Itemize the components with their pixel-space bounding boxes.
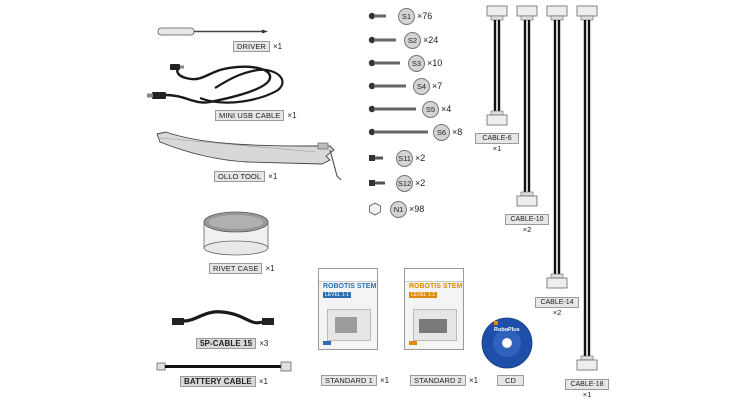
- cable18-name: CABLE-18: [565, 379, 609, 390]
- screw-s2-icon: [368, 36, 396, 44]
- battery-qty: ×1: [258, 377, 268, 386]
- pcable-label: 5P-CABLE 15×3: [196, 338, 268, 349]
- cd-brand: RoboPlus: [494, 327, 520, 333]
- screw-s4-qty: ×7: [432, 81, 443, 91]
- cable6-label: CABLE-6 ×1: [475, 133, 519, 153]
- ollo-label: OLLO TOOL×1: [214, 171, 277, 182]
- driver-qty: ×1: [272, 42, 283, 51]
- standard1-name: STANDARD 1: [321, 375, 377, 386]
- ollo-name: OLLO TOOL: [214, 171, 266, 182]
- screw-s1-qty: ×76: [417, 11, 433, 21]
- screw-row-s5: S5 ×4: [368, 100, 451, 118]
- cable6-name: CABLE-6: [475, 133, 519, 144]
- pcable-qty: ×3: [259, 339, 269, 348]
- driver-label: DRIVER×1: [233, 41, 282, 52]
- cd-label: CD: [497, 375, 525, 386]
- screw-s4-icon: [368, 82, 406, 90]
- screw-s6-qty: ×8: [452, 127, 463, 137]
- rivet-name: RIVET CASE: [209, 263, 263, 274]
- screw-s1-icon: [368, 12, 386, 20]
- cable10-name: CABLE-10: [505, 214, 549, 225]
- standard1-label: STANDARD 1×1: [321, 375, 389, 386]
- screw-s5-icon: [368, 105, 416, 113]
- nut-n1-qty: ×98: [409, 204, 425, 214]
- screw-row-n1: N1 ×98: [368, 200, 424, 218]
- rivet-qty: ×1: [265, 264, 275, 273]
- usb-name: MINI USB CABLE: [215, 110, 285, 121]
- screw-row-s3: S3 ×10: [368, 54, 442, 72]
- cd-name: CD: [497, 375, 525, 386]
- screw-row-s6: S6 ×8: [368, 123, 462, 141]
- cable6-qty: ×1: [492, 144, 502, 153]
- screw-s3-qty: ×10: [427, 58, 443, 68]
- screw-s12-qty: ×2: [415, 178, 426, 188]
- driver-name: DRIVER: [233, 41, 270, 52]
- cable14-name: CABLE-14: [535, 297, 579, 308]
- cable14-label: CABLE-14 ×2: [535, 297, 579, 317]
- rivet-label: RIVET CASE×1: [209, 263, 275, 274]
- standard1-book: ROBOTIS STEM LEVEL 1-1: [318, 268, 378, 350]
- screw-s3-icon: [368, 59, 400, 67]
- standard1-book-title: ROBOTIS STEM: [323, 283, 377, 290]
- screw-s2-code: S2: [404, 31, 421, 49]
- screw-s1-code: S1: [398, 7, 415, 25]
- usb-label: MINI USB CABLE×1: [215, 110, 297, 121]
- usb-qty: ×1: [287, 111, 297, 120]
- screw-s5-code: S5: [422, 100, 439, 118]
- standard1-book-sub: LEVEL 1-1: [323, 292, 351, 298]
- screw-s6-icon: [368, 128, 428, 136]
- screw-row-s11: S11 ×2: [368, 149, 425, 167]
- standard1-qty: ×1: [379, 376, 390, 385]
- screw-s4-code: S4: [413, 77, 430, 95]
- screw-s11-icon: [369, 155, 383, 161]
- screw-s2-qty: ×24: [423, 35, 439, 45]
- nut-n1-icon: [369, 202, 381, 216]
- cable18-qty: ×1: [582, 390, 592, 399]
- screw-s3-code: S3: [408, 54, 425, 72]
- cable10-qty: ×2: [522, 225, 532, 234]
- screw-s12-icon: [369, 180, 385, 186]
- standard2-book-title: ROBOTIS STEM: [409, 283, 463, 290]
- screw-row-s2: S2 ×24: [368, 31, 438, 49]
- standard2-qty: ×1: [468, 376, 479, 385]
- screw-row-s4: S4 ×7: [368, 77, 442, 95]
- standard2-book-sub: LEVEL 1-2: [409, 292, 437, 298]
- standard2-book: ROBOTIS STEM LEVEL 1-2: [404, 268, 464, 350]
- cable18-label: CABLE-18 ×1: [565, 379, 609, 399]
- battery-name: BATTERY CABLE: [180, 376, 256, 387]
- pcable-name: 5P-CABLE 15: [196, 338, 257, 349]
- screw-s5-qty: ×4: [441, 104, 452, 114]
- screw-s6-code: S6: [433, 123, 450, 141]
- screw-s11-code: S11: [396, 149, 413, 167]
- screw-s11-qty: ×2: [415, 153, 426, 163]
- cable14-qty: ×2: [552, 308, 562, 317]
- screw-row-s12: S12 ×2: [368, 174, 425, 192]
- screw-s12-code: S12: [396, 174, 413, 192]
- ollo-qty: ×1: [268, 172, 278, 181]
- standard2-name: STANDARD 2: [410, 375, 466, 386]
- cable10-label: CABLE-10 ×2: [505, 214, 549, 234]
- screw-row-s1: S1 ×76: [368, 7, 432, 25]
- standard2-label: STANDARD 2×1: [410, 375, 478, 386]
- battery-label: BATTERY CABLE×1: [180, 376, 268, 387]
- nut-n1-code: N1: [390, 200, 407, 218]
